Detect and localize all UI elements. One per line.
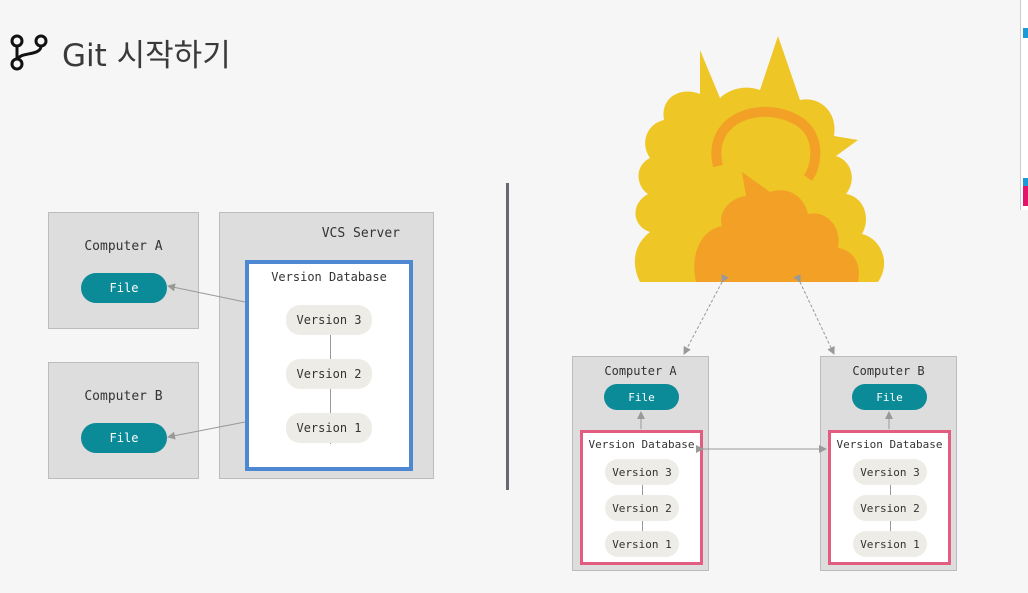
version-pill: Version 2 [853, 495, 927, 521]
strip-mark [1023, 28, 1028, 38]
version-pill: Version 2 [605, 495, 679, 521]
section-divider [506, 183, 509, 490]
version-database: Version Database Version 3 Version 2 Ver… [580, 430, 703, 565]
file-pill: File [852, 384, 927, 410]
database-label: Version Database [836, 438, 943, 451]
page-title: Git 시작하기 [62, 37, 231, 74]
computer-label: Computer B [84, 389, 163, 404]
version-pill: Version 3 [286, 305, 372, 335]
version-pill: Version 3 [853, 459, 927, 485]
version-database: Version Database Version 3 Version 2 Ver… [828, 430, 951, 565]
distributed-computer-b: Computer B File Version Database Version… [820, 356, 957, 571]
centralized-computer-a: Computer A File [48, 212, 199, 329]
sync-arrow [683, 273, 729, 355]
cloud-icon [634, 36, 885, 282]
strip-mark [1023, 178, 1028, 186]
version-connector [330, 334, 331, 444]
distributed-computer-a: Computer A File Version Database Version… [572, 356, 709, 571]
server-label: VCS Server [321, 226, 400, 241]
file-pill: File [81, 273, 167, 303]
file-pill: File [604, 384, 679, 410]
version-pill: Version 2 [286, 359, 372, 389]
database-label: Version Database [588, 438, 695, 451]
database-label: Version Database [271, 270, 387, 284]
computer-label: Computer A [84, 239, 163, 254]
adjacent-window-edge [1020, 0, 1028, 210]
version-pill: Version 1 [853, 531, 927, 557]
file-pill: File [81, 423, 167, 453]
version-database: Version Database Version 3 Version 2 Ver… [245, 260, 413, 471]
computer-label: Computer B [852, 364, 925, 378]
git-branch-icon [10, 34, 48, 71]
vcs-server: VCS Server Version Database Version 3 Ve… [219, 212, 434, 479]
sync-arrow [793, 273, 835, 355]
computer-label: Computer A [604, 364, 677, 378]
version-pill: Version 3 [605, 459, 679, 485]
slide-title: Git 시작하기 [8, 30, 231, 74]
version-pill: Version 1 [605, 531, 679, 557]
version-pill: Version 1 [286, 413, 372, 443]
strip-mark [1023, 186, 1028, 206]
centralized-computer-b: Computer B File [48, 362, 199, 479]
